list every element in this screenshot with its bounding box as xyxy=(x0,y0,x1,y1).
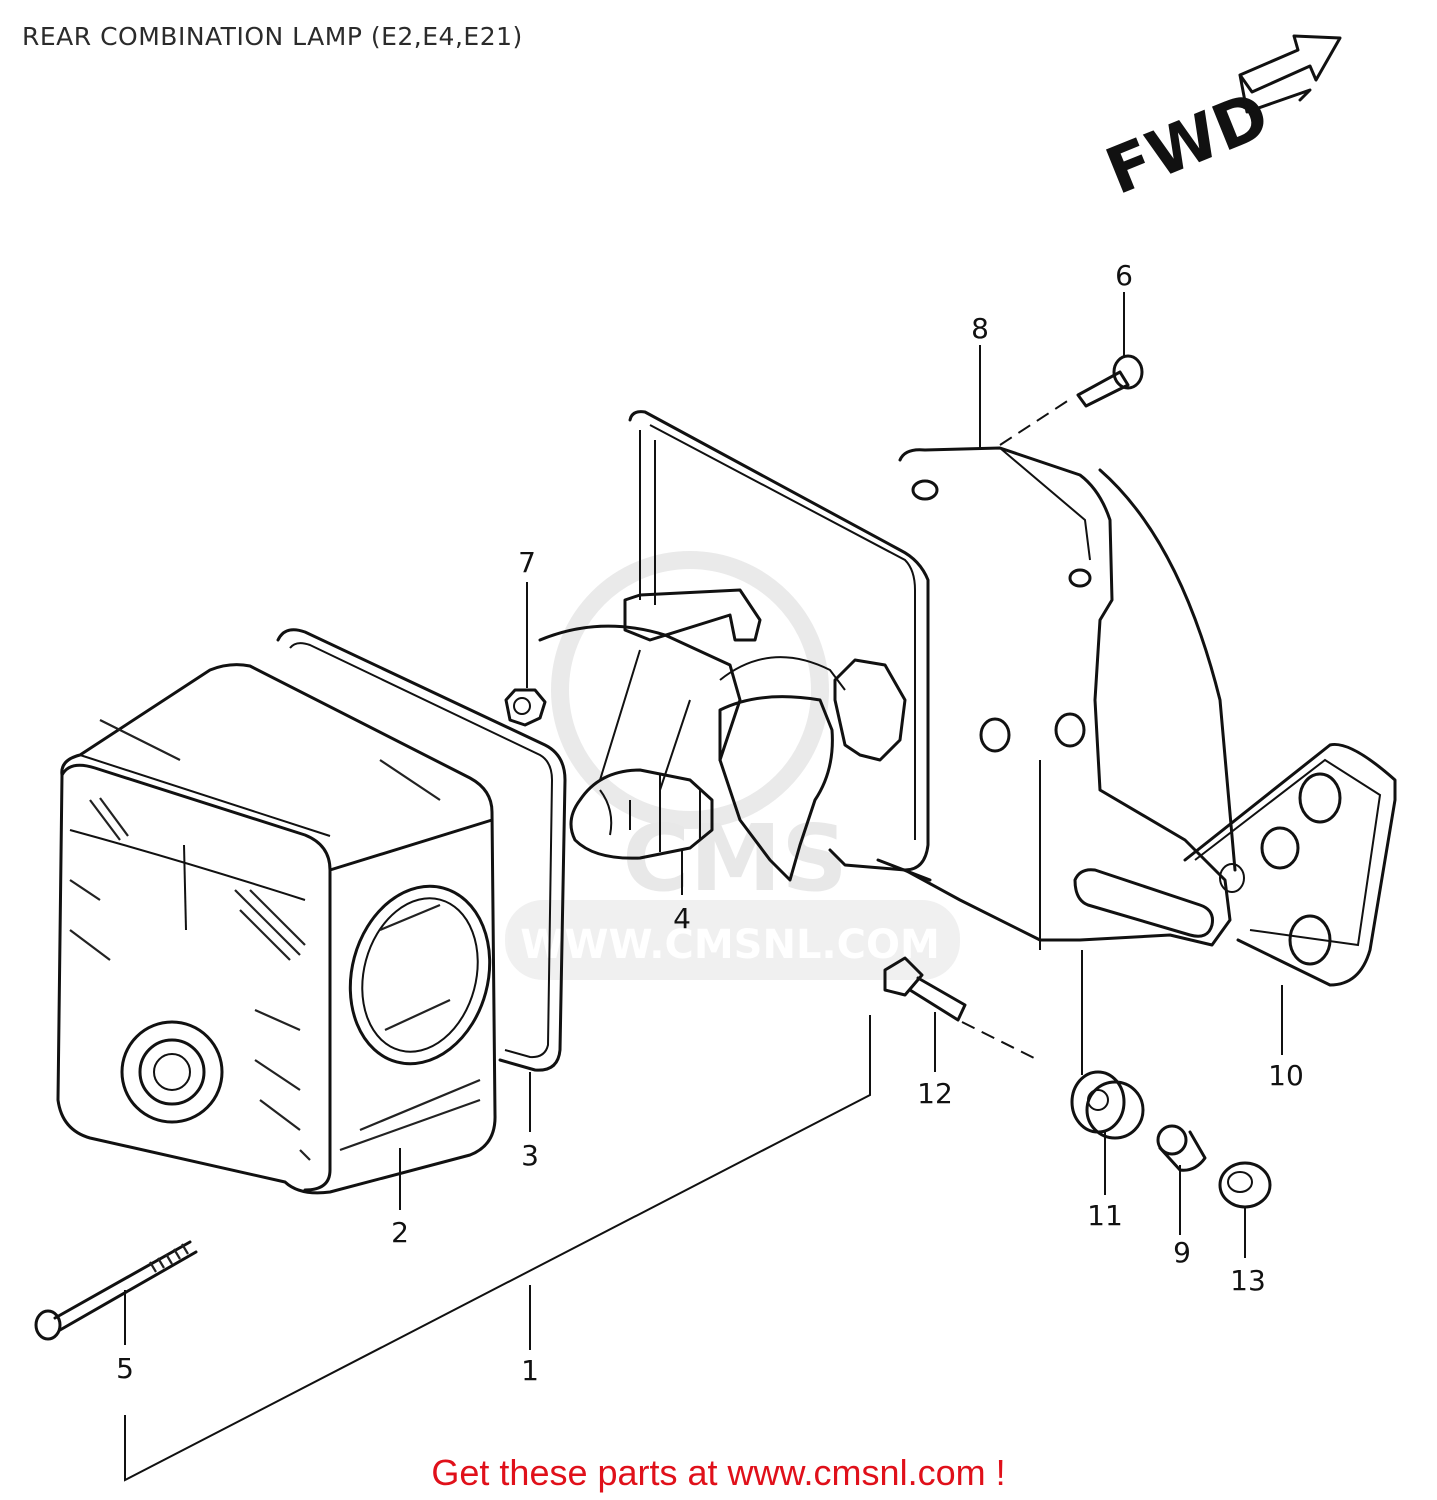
watermark-url: WWW.CMSNL.COM xyxy=(520,922,940,968)
callout-12: 12 xyxy=(917,1077,953,1110)
callout-9: 9 xyxy=(1173,1236,1191,1269)
callout-8: 8 xyxy=(971,312,989,345)
lamp-base-reflector xyxy=(538,410,932,882)
callout-11: 11 xyxy=(1087,1199,1123,1232)
part-2-lamp-lens xyxy=(56,663,497,1195)
part-10-plate-bracket xyxy=(1183,742,1397,987)
watermark-brand: CMS xyxy=(622,805,847,912)
part-5-long-screw xyxy=(34,1240,198,1341)
callout-2: 2 xyxy=(391,1216,409,1249)
callout-7: 7 xyxy=(518,546,536,579)
part-12-screw xyxy=(883,956,967,1022)
callout-10: 10 xyxy=(1268,1059,1304,1092)
part-6-screw xyxy=(1076,354,1144,408)
callout-5: 5 xyxy=(116,1352,134,1385)
fwd-text: FWD xyxy=(1096,79,1279,210)
callout-13: 13 xyxy=(1230,1264,1266,1297)
callout-3: 3 xyxy=(521,1139,539,1172)
page-title: REAR COMBINATION LAMP (E2,E4,E21) xyxy=(22,22,523,51)
part-8-bracket xyxy=(898,446,1237,950)
part-9-collar xyxy=(1156,1124,1207,1172)
callout-leader-lines xyxy=(124,292,1283,1482)
fwd-arrow-icon xyxy=(1238,34,1342,114)
callout-4: 4 xyxy=(673,902,691,935)
part-13-washer xyxy=(1218,1161,1272,1209)
callout-labels: 1 2 3 4 5 6 7 8 9 10 11 12 13 xyxy=(116,259,1304,1387)
part-7-nut xyxy=(504,688,547,727)
parts-store-link[interactable]: Get these parts at www.cmsnl.com ! xyxy=(431,1452,1006,1493)
callout-6: 6 xyxy=(1115,259,1133,292)
part-11-grommet xyxy=(1070,1070,1145,1140)
forward-direction-marker: FWD xyxy=(1096,34,1342,210)
callout-1: 1 xyxy=(521,1354,539,1387)
part-3-gasket xyxy=(276,628,567,1072)
